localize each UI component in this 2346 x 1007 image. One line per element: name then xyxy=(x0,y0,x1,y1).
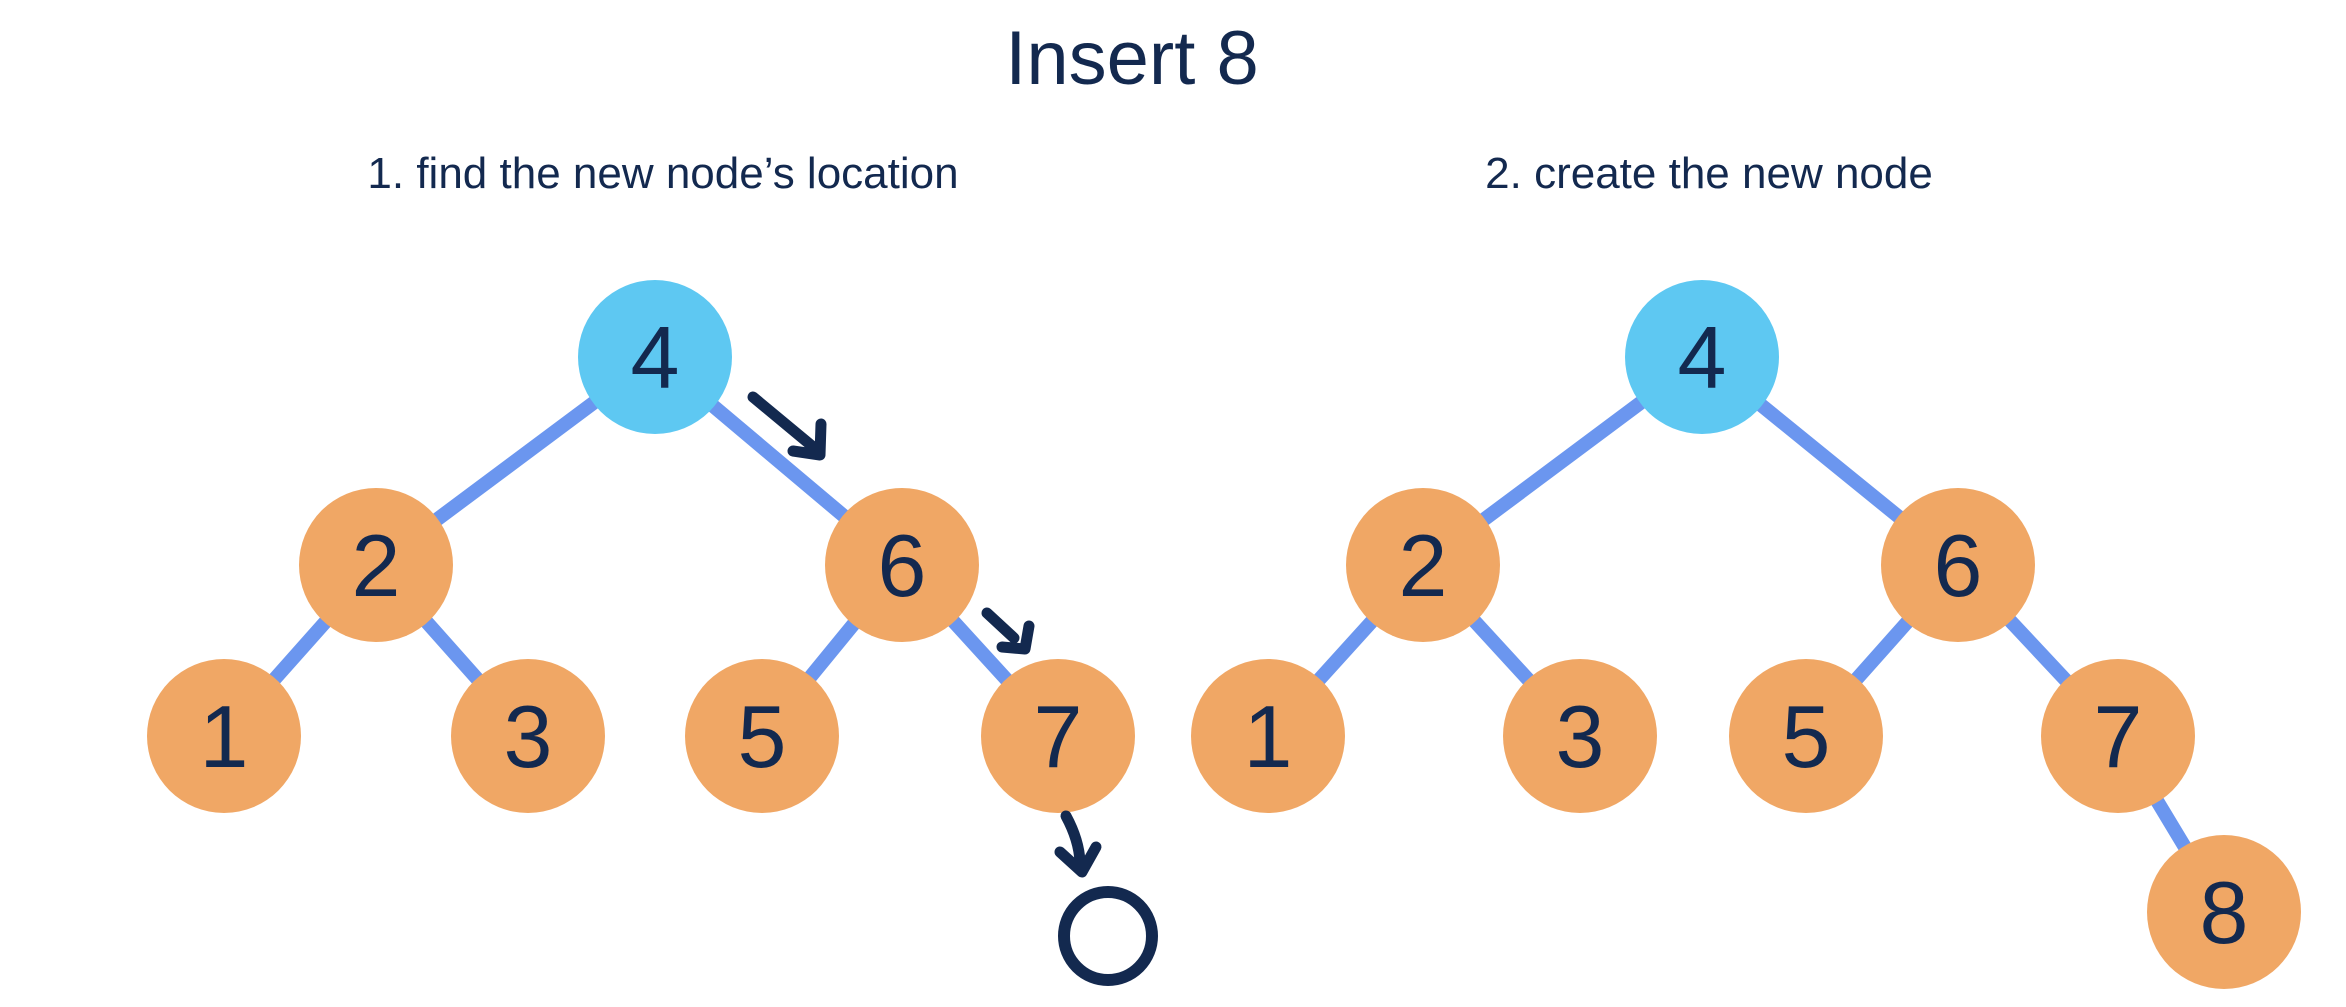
node-3-circle xyxy=(1503,659,1657,813)
node-2-value: 2 xyxy=(352,516,401,615)
step1-search-annotations xyxy=(747,391,1158,986)
node-5: 5 xyxy=(1729,659,1883,813)
node-1: 1 xyxy=(147,659,301,813)
empty-slot-circle-icon xyxy=(1058,886,1158,986)
node-4: 4 xyxy=(1625,280,1779,434)
node-3-circle xyxy=(451,659,605,813)
diagram-title: Insert 8 xyxy=(1005,16,1258,101)
node-2: 2 xyxy=(299,488,453,642)
node-7: 7 xyxy=(2041,659,2195,813)
search-arrow-7-to-slot-icon xyxy=(1054,810,1102,878)
node-1-circle xyxy=(147,659,301,813)
node-2-circle xyxy=(1346,488,1500,642)
node-7-value: 7 xyxy=(1034,687,1083,786)
step2-caption: 2. create the new node xyxy=(1485,149,1933,198)
node-5-value: 5 xyxy=(738,687,787,786)
node-5: 5 xyxy=(685,659,839,813)
node-1: 1 xyxy=(1191,659,1345,813)
node-4-value: 4 xyxy=(1678,308,1727,407)
node-1-value: 1 xyxy=(200,687,249,786)
node-6-value: 6 xyxy=(878,516,927,615)
node-4-circle xyxy=(1625,280,1779,434)
step1-tree-nodes: 4 2 6 1 3 5 7 xyxy=(147,280,1135,813)
node-1-value: 1 xyxy=(1244,687,1293,786)
node-2-value: 2 xyxy=(1399,516,1448,615)
node-7-circle xyxy=(981,659,1135,813)
node-2-circle xyxy=(299,488,453,642)
search-arrow-6-to-7-icon xyxy=(981,607,1035,655)
node-7-circle xyxy=(2041,659,2195,813)
node-1-circle xyxy=(1191,659,1345,813)
node-2: 2 xyxy=(1346,488,1500,642)
node-5-circle xyxy=(1729,659,1883,813)
node-4-circle xyxy=(578,280,732,434)
node-6-value: 6 xyxy=(1934,516,1983,615)
node-8-value: 8 xyxy=(2200,863,2249,962)
node-7: 7 xyxy=(981,659,1135,813)
search-arrow-4-to-6-icon xyxy=(747,391,827,461)
node-5-circle xyxy=(685,659,839,813)
node-3-value: 3 xyxy=(504,687,553,786)
node-8-new: 8 xyxy=(2147,835,2301,989)
node-6: 6 xyxy=(1881,488,2035,642)
node-3-value: 3 xyxy=(1556,687,1605,786)
node-6-circle xyxy=(1881,488,2035,642)
node-4: 4 xyxy=(578,280,732,434)
step2-tree-nodes: 4 2 6 1 3 5 7 xyxy=(1191,280,2301,989)
step1-caption: 1. find the new node’s location xyxy=(367,149,958,198)
node-3: 3 xyxy=(451,659,605,813)
node-5-value: 5 xyxy=(1782,687,1831,786)
step1-panel: 1. find the new node’s location 4 2 6 xyxy=(147,149,1158,986)
node-6: 6 xyxy=(825,488,979,642)
node-8-circle xyxy=(2147,835,2301,989)
step2-panel: 2. create the new node 4 2 6 xyxy=(1191,149,2301,989)
node-6-circle xyxy=(825,488,979,642)
node-3: 3 xyxy=(1503,659,1657,813)
node-4-value: 4 xyxy=(631,308,680,407)
node-7-value: 7 xyxy=(2094,687,2143,786)
